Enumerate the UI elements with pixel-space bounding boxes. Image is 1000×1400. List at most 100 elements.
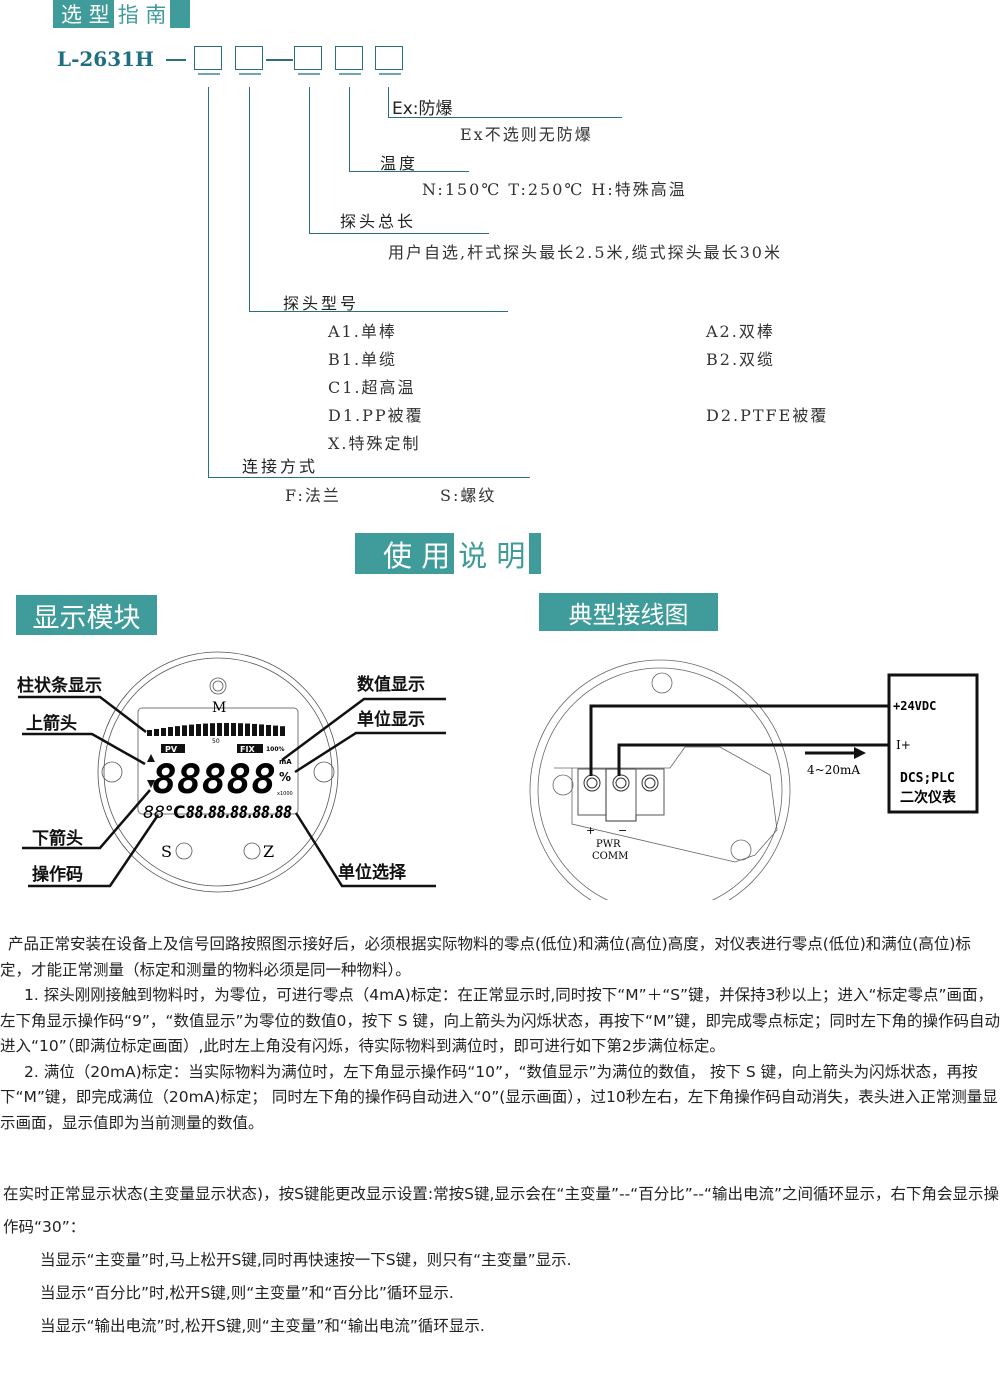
probe-option: D2.PTFE被覆	[706, 406, 829, 425]
tree-line	[309, 87, 310, 233]
calibration-instructions: 产品正常安装在设备上及信号回路按照图示接好后，必须根据实际物料的零点(低位)和满…	[0, 932, 1000, 1136]
s-key-icon[interactable]	[175, 842, 193, 860]
display-case: 当显示“输出电流”时,松开S键,则“主变量”和“输出电流”循环显示.	[40, 1317, 485, 1335]
bargraph-segment	[245, 723, 250, 736]
dash	[166, 59, 186, 61]
bargraph-segment	[252, 723, 257, 736]
wiring-header: 典型接线图	[539, 593, 718, 631]
lcd-50: 50	[212, 738, 220, 745]
lcd-fix: FIX	[240, 745, 255, 754]
length-note: 用户自选,杆式探头最长2.5米,缆式探头最长30米	[388, 243, 782, 262]
tree-line	[249, 87, 250, 311]
tree-line	[208, 87, 209, 477]
bargraph-segment	[154, 728, 159, 736]
header-part-b: 指 南	[113, 0, 171, 29]
label-unit-select: 单位选择	[338, 862, 407, 883]
current-label: 4~20mA	[807, 763, 860, 777]
model-code: L-2631H	[57, 47, 154, 71]
label-down-arrow: 下箭头	[32, 828, 83, 849]
dash	[266, 59, 293, 61]
bargraph-segment	[273, 725, 278, 736]
lcd-pct: %	[279, 770, 291, 784]
probe-option: B1.单缆	[328, 350, 398, 369]
z-key-icon[interactable]	[243, 842, 261, 860]
display-module-diagram: PV FIX 50 100% 88888 mA % x1000 88 ℃ 88.…	[17, 651, 446, 893]
bargraph-segment	[147, 730, 152, 736]
comm-label: COMM	[592, 851, 628, 862]
code-box-2	[235, 46, 263, 70]
bargraph-segment	[224, 722, 229, 736]
conn-option: F:法兰	[285, 486, 341, 505]
tree-line	[388, 87, 389, 117]
header-part-a: 选 型	[61, 3, 110, 27]
display-module-header: 显示模块	[16, 595, 157, 635]
lcd-degc: ℃	[165, 803, 186, 823]
ex-title: Ex:防爆	[392, 99, 453, 119]
label-value: 数值显示	[357, 674, 425, 695]
lcd-opcode: 88	[143, 803, 165, 823]
pwr-label: PWR	[596, 839, 621, 850]
tree-line	[349, 87, 350, 171]
label-up-arrow: 上箭头	[26, 713, 77, 734]
bargraph-segment	[280, 726, 285, 736]
display-mode-instructions: 在实时正常显示状态(主变量显示状态)，按S键能更改显示设置:常按S键,显示会在“…	[0, 1178, 1000, 1343]
display-intro: 在实时正常显示状态(主变量显示状态)，按S键能更改显示设置:常按S键,显示会在“…	[3, 1185, 999, 1236]
step-1: 1. 探头刚刚接触到物料时，为零位，可进行零点（4mA)标定：在正常显示时,同时…	[0, 986, 1000, 1055]
probe-option: C1.超高温	[328, 378, 416, 397]
tree-line	[249, 311, 508, 312]
bargraph-segment	[182, 725, 187, 736]
bargraph-segment	[175, 726, 180, 736]
secondary-instrument-label: 二次仪表	[900, 789, 957, 806]
label-opcode: 操作码	[32, 864, 83, 885]
vdc-label: +24VDC	[893, 699, 936, 713]
bargraph-segment	[161, 727, 166, 736]
probe-option: A1.单棒	[328, 322, 397, 341]
temp-title: 温度	[380, 154, 419, 173]
length-title: 探头总长	[340, 212, 417, 231]
bargraph-segment	[203, 723, 208, 736]
code-box-3	[294, 46, 322, 70]
probe-option: B2.双缆	[706, 350, 776, 369]
display-case: 当显示“百分比”时,松开S键,则“主变量”和“百分比”循环显示.	[40, 1284, 454, 1302]
code-box-5	[375, 46, 403, 70]
m-key-label: M	[212, 700, 226, 716]
label-unit: 单位显示	[357, 709, 425, 730]
bargraph-segment	[266, 724, 271, 736]
step-2: 2. 满位（20mA)标定：当实际物料为满位时，左下角显示操作码“10”，“数值…	[0, 1062, 998, 1132]
tree-line	[349, 171, 469, 172]
lcd-pv: PV	[165, 745, 178, 754]
iplus-label: I+	[896, 738, 911, 752]
lcd-main-value: 88888	[152, 757, 276, 803]
z-key-label: Z	[263, 842, 274, 861]
probe-option: A2.双棒	[706, 322, 775, 341]
bargraph-segment	[168, 727, 173, 736]
intro-paragraph: 产品正常安装在设备上及信号回路按照图示接好后，必须根据实际物料的零点(低位)和满…	[0, 935, 971, 979]
code-box-4	[335, 46, 363, 70]
code-box-1	[194, 46, 222, 70]
usage-header-a: 使 用	[383, 538, 451, 573]
bargraph-segment	[259, 724, 264, 736]
bargraph-segment	[196, 724, 201, 736]
bargraph	[147, 722, 285, 736]
bargraph-segment	[189, 724, 194, 736]
bargraph-segment	[231, 723, 236, 736]
usage-header: 使 用 说 明	[355, 532, 541, 575]
bargraph-segment	[217, 723, 222, 736]
conn-title: 连接方式	[242, 457, 319, 476]
s-key-label: S	[161, 842, 172, 861]
tree-line	[309, 233, 489, 234]
conn-option: S:螺纹	[440, 486, 497, 505]
lcd-ma: mA	[279, 758, 292, 766]
dcs-label: DCS;PLC	[900, 771, 955, 786]
probe-option: D1.PP被覆	[328, 406, 424, 425]
probe-title: 探头型号	[283, 294, 360, 313]
wiring-diagram: +24VDC I+ 4~20mA DCS;PLC 二次仪表 + − PWR CO…	[529, 659, 979, 900]
bargraph-segment	[238, 723, 243, 736]
dcs-plc-box	[887, 673, 979, 814]
lcd-arrows-icon	[147, 754, 155, 788]
tree-line	[388, 117, 622, 118]
display-case: 当显示“主变量”时,马上松开S键,同时再快速按一下S键，则只有“主变量”显示.	[40, 1251, 572, 1269]
selection-guide-header: 选 型 指 南	[53, 0, 190, 29]
probe-option: X.特殊定制	[328, 434, 421, 453]
